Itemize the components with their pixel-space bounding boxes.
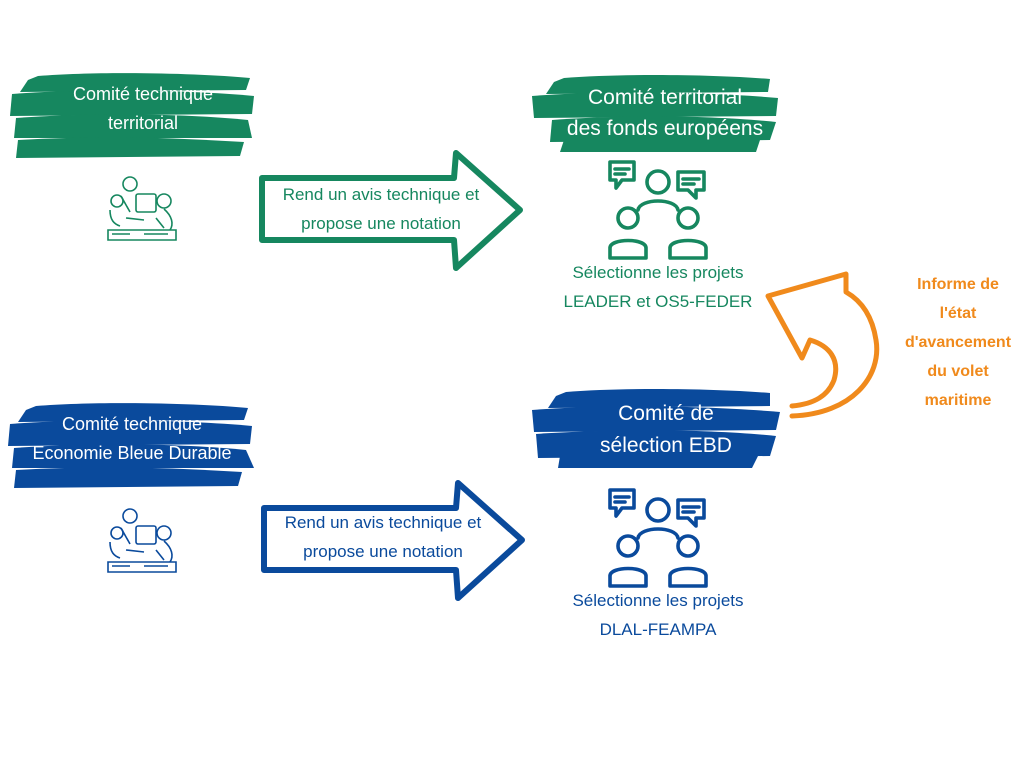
target-caption-green: Sélectionne les projets LEADER et OS5-FE… — [563, 263, 753, 311]
source-banner-blue — [8, 403, 254, 488]
flow-arrow-green — [259, 150, 523, 271]
target-label-green: Comité territorial des fonds européens — [566, 86, 764, 140]
source-label-blue: Comité technique Economie Bleue Durable — [32, 414, 232, 463]
target-caption-blue: Sélectionne les projets DLAL-FEAMPA — [572, 591, 744, 639]
discussion-group-icon — [608, 488, 708, 588]
meeting-table-icon — [107, 508, 177, 573]
arrow-label-green: Rend un avis technique et propose une no… — [282, 185, 480, 233]
flow-arrow-blue — [261, 480, 525, 601]
target-banner-blue — [532, 389, 780, 468]
source-label-green: Comité technique territorial — [72, 84, 214, 133]
target-label-blue: Comité de sélection EBD — [600, 402, 732, 457]
feedback-label: Informe de l'état d'avancement du volet … — [904, 276, 1012, 409]
arrow-label-blue: Rend un avis technique et propose une no… — [284, 513, 482, 561]
meeting-table-icon — [107, 176, 177, 241]
source-banner-green — [10, 73, 254, 158]
discussion-group-icon — [608, 160, 708, 260]
target-banner-green — [532, 75, 778, 152]
feedback-arrow-orange — [765, 271, 880, 419]
